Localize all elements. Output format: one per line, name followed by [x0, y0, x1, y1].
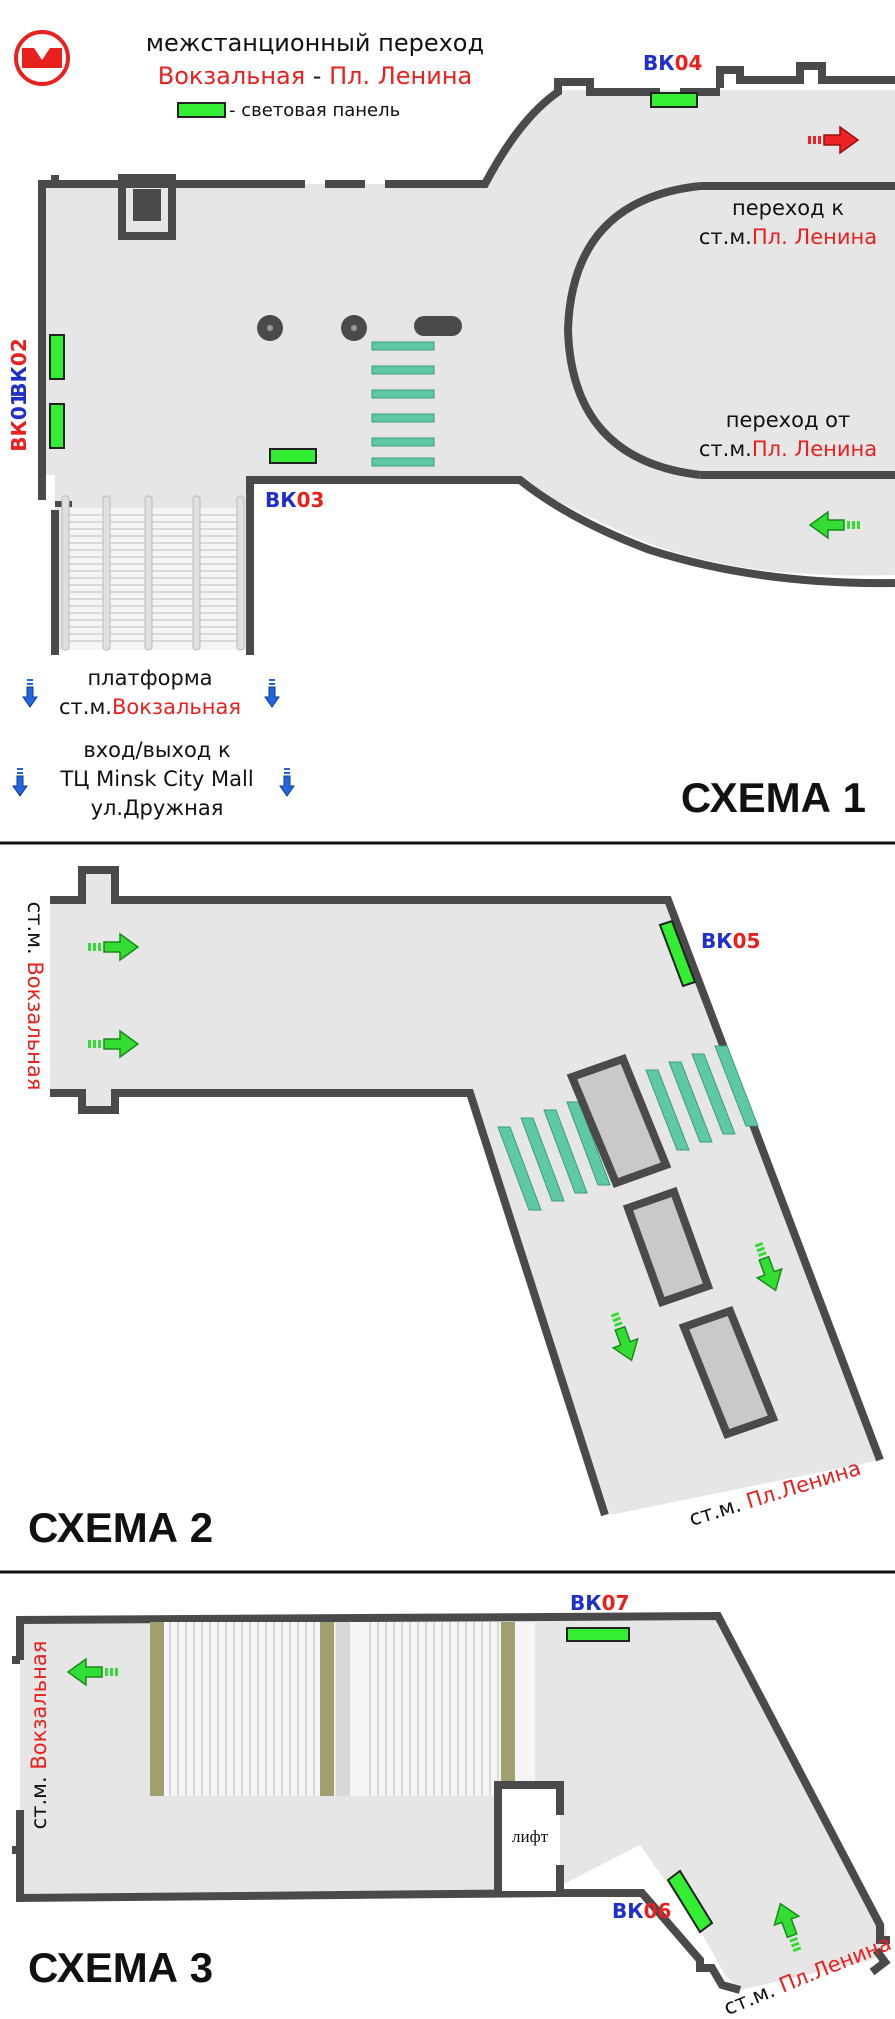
light-panel-vk03 — [269, 448, 317, 464]
platform-line1: платформа — [87, 666, 212, 690]
scheme3-station-left: ст.м. Вокзальная — [27, 1641, 51, 1830]
exit-line3: ул.Дружная — [91, 796, 224, 820]
light-panel-vk06 — [666, 1869, 714, 1934]
header-title-line1: межстанционный переход — [146, 29, 484, 57]
vk02-label: ВК02 — [7, 338, 31, 397]
exit-line2: ТЦ Minsk City Mall — [59, 767, 253, 791]
scheme2-label: СХЕМА 2 — [28, 1504, 213, 1551]
scheme3-label: СХЕМА 3 — [28, 1944, 213, 1991]
arrow-down-icon — [264, 678, 280, 708]
scheme2-floor-plan — [50, 866, 884, 1517]
legend-text: - световая панель — [229, 100, 400, 121]
light-panel-vk05 — [658, 919, 697, 988]
vk07-label: ВК07 — [570, 1591, 629, 1615]
scheme1-label: СХЕМА 1 — [681, 774, 866, 821]
scheme1-floor-plan — [38, 62, 895, 655]
exit-line1: вход/выход к — [83, 738, 230, 762]
station-vokzalnaya-label: Вокзальная — [158, 62, 305, 90]
platform-line2: ст.м.Вокзальная — [59, 695, 241, 719]
vk03-label: ВК03 — [265, 488, 324, 512]
arrow-down-icon — [279, 767, 295, 797]
metro-logo-icon — [14, 30, 70, 86]
from-lenina-line2: ст.м.Пл. Ленина — [699, 437, 877, 461]
light-panel-vk02 — [49, 334, 65, 380]
light-panel-vk04 — [650, 92, 698, 108]
scheme2-station-left: ст.м. Вокзальная — [23, 902, 47, 1091]
arrow-down-icon — [22, 678, 38, 708]
vk04-label: ВК04 — [643, 51, 702, 75]
arrow-down-icon — [12, 767, 28, 797]
vk06-label: ВК06 — [612, 1899, 671, 1923]
title-separator: - — [305, 62, 329, 90]
station-lenina-label: Пл. Ленина — [329, 62, 472, 90]
scheme3-floor-plan — [12, 1611, 891, 1994]
light-panel-vk07 — [566, 1627, 630, 1642]
header-title-line2: Вокзальная - Пл. Ленина — [158, 62, 473, 90]
from-lenina-line1: переход от — [726, 408, 850, 432]
to-lenina-line1: переход к — [732, 196, 844, 220]
to-lenina-line2: ст.м.Пл. Ленина — [699, 225, 877, 249]
lift-label: лифт — [512, 1827, 549, 1846]
vk05-label: ВК05 — [701, 929, 760, 953]
light-panel-icon — [177, 102, 226, 118]
vk01-label: ВК01 — [7, 392, 31, 451]
light-panel-vk01 — [49, 403, 65, 449]
